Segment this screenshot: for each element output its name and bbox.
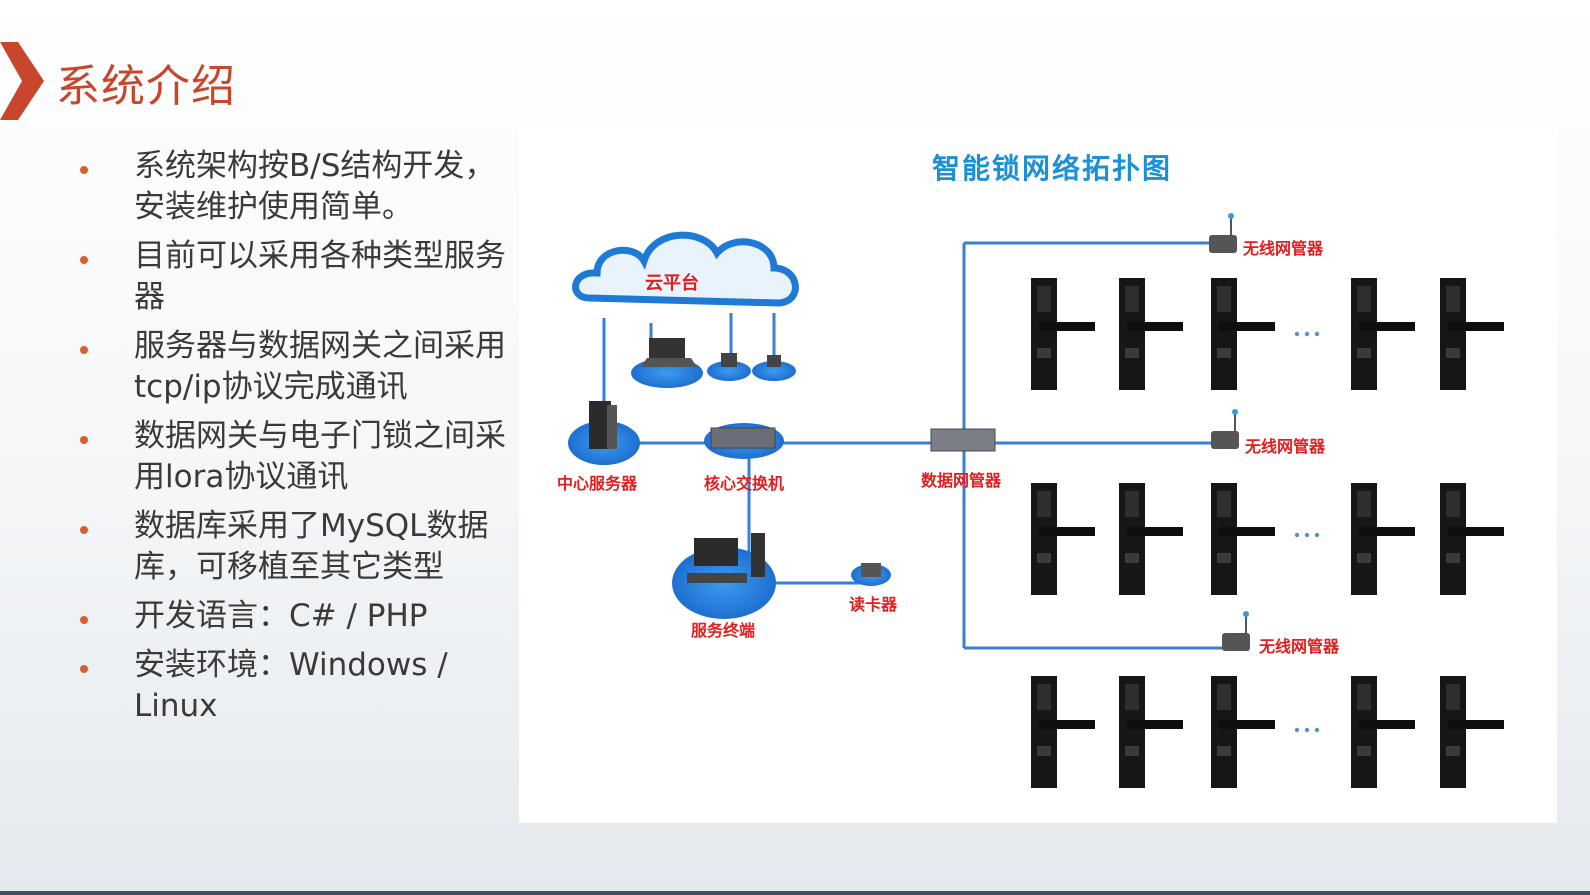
server-icon: [568, 401, 640, 465]
bullet-text: 数据库采用了MySQL数据库，可移植至其它类型: [134, 508, 489, 585]
door-lock-icon: [1211, 483, 1275, 595]
door-lock-icon: [1031, 483, 1095, 595]
bullet-dot-icon: [80, 526, 88, 534]
door-lock-icon: [1440, 483, 1504, 595]
core-switch-icon: [704, 423, 784, 459]
topology-diagram-graphic: [568, 213, 1504, 788]
bullet-item: 服务器与数据网关之间采用tcp/ip协议完成通讯: [70, 326, 520, 408]
door-lock-icon: [1440, 278, 1504, 390]
bullet-dot-icon: [80, 346, 88, 354]
data-gateway-label: 数据网管器: [921, 471, 1002, 490]
bullet-text: 目前可以采用各种类型服务器: [134, 238, 506, 315]
service-terminal-label: 服务终端: [691, 621, 756, 640]
phone-icon: [752, 355, 796, 381]
cloud-label: 云平台: [645, 273, 699, 294]
bullet-dot-icon: [80, 256, 88, 264]
wireless-gateway-label: 无线网管器: [1245, 437, 1326, 456]
laptop-icon: [631, 338, 703, 388]
door-lock-icon: [1211, 278, 1275, 390]
bullet-dot-icon: [80, 665, 88, 673]
data-gateway-icon: [930, 428, 996, 452]
door-lock-icon: [1119, 676, 1183, 788]
bullet-text: 系统架构按B/S结构开发，安装维护使用简单。: [134, 148, 496, 225]
bullet-item: 系统架构按B/S结构开发，安装维护使用简单。: [70, 146, 520, 228]
door-lock-icon: [1211, 676, 1275, 788]
wireless-gateway-icon: [1222, 611, 1250, 651]
slide-title: 系统介绍: [56, 61, 236, 112]
central-server-label: 中心服务器: [557, 474, 638, 493]
door-lock-icon: [1031, 278, 1095, 390]
door-lock-icon: [1119, 278, 1183, 390]
chevron-right-icon: [0, 42, 44, 120]
tablet-icon: [707, 353, 751, 381]
bullet-item: 数据库采用了MySQL数据库，可移植至其它类型: [70, 506, 520, 588]
wireless-gateway-icon: [1209, 213, 1237, 253]
bullet-dot-icon: [80, 436, 88, 444]
bullet-item: 数据网关与电子门锁之间采用lora协议通讯: [70, 416, 520, 498]
bullet-text: 数据网关与电子门锁之间采用lora协议通讯: [134, 418, 506, 495]
cloud-icon: [572, 231, 799, 307]
bullet-item: 开发语言：C# / PHP: [70, 596, 520, 637]
bullet-text: 服务器与数据网关之间采用tcp/ip协议完成通讯: [134, 328, 506, 405]
door-lock-icon: [1440, 676, 1504, 788]
bullet-dot-icon: [80, 166, 88, 174]
bullet-item: 安装环境：Windows / Linux: [70, 645, 520, 727]
bullet-dot-icon: [80, 616, 88, 624]
card-reader-label: 读卡器: [849, 595, 898, 614]
door-lock-grid: [1031, 278, 1504, 788]
bullet-list: 系统架构按B/S结构开发，安装维护使用简单。 目前可以采用各种类型服务器 服务器…: [70, 146, 520, 735]
wireless-gateway-label: 无线网管器: [1259, 637, 1340, 656]
door-lock-icon: [1351, 278, 1415, 390]
ellipsis-marks: [1294, 331, 1320, 733]
bullet-item: 目前可以采用各种类型服务器: [70, 236, 520, 318]
diagram-title: 智能锁网络拓扑图: [932, 152, 1173, 185]
bullet-text: 开发语言：C# / PHP: [134, 598, 428, 634]
card-reader-icon: [851, 563, 891, 586]
bullet-text: 安装环境：Windows / Linux: [134, 647, 448, 724]
door-lock-icon: [1351, 676, 1415, 788]
wireless-gateway-label: 无线网管器: [1243, 239, 1324, 258]
topology-diagram: 智能锁网络拓扑图 云平台 中心服务器 核心交换机 数据网管器 服务终端 读卡器 …: [519, 123, 1557, 823]
door-lock-icon: [1119, 483, 1183, 595]
core-switch-label: 核心交换机: [704, 474, 785, 493]
door-lock-icon: [1031, 676, 1095, 788]
wireless-gateway-icon: [1211, 409, 1239, 449]
footer-bar: [0, 891, 1590, 895]
door-lock-icon: [1351, 483, 1415, 595]
workstation-icon: [672, 533, 776, 619]
